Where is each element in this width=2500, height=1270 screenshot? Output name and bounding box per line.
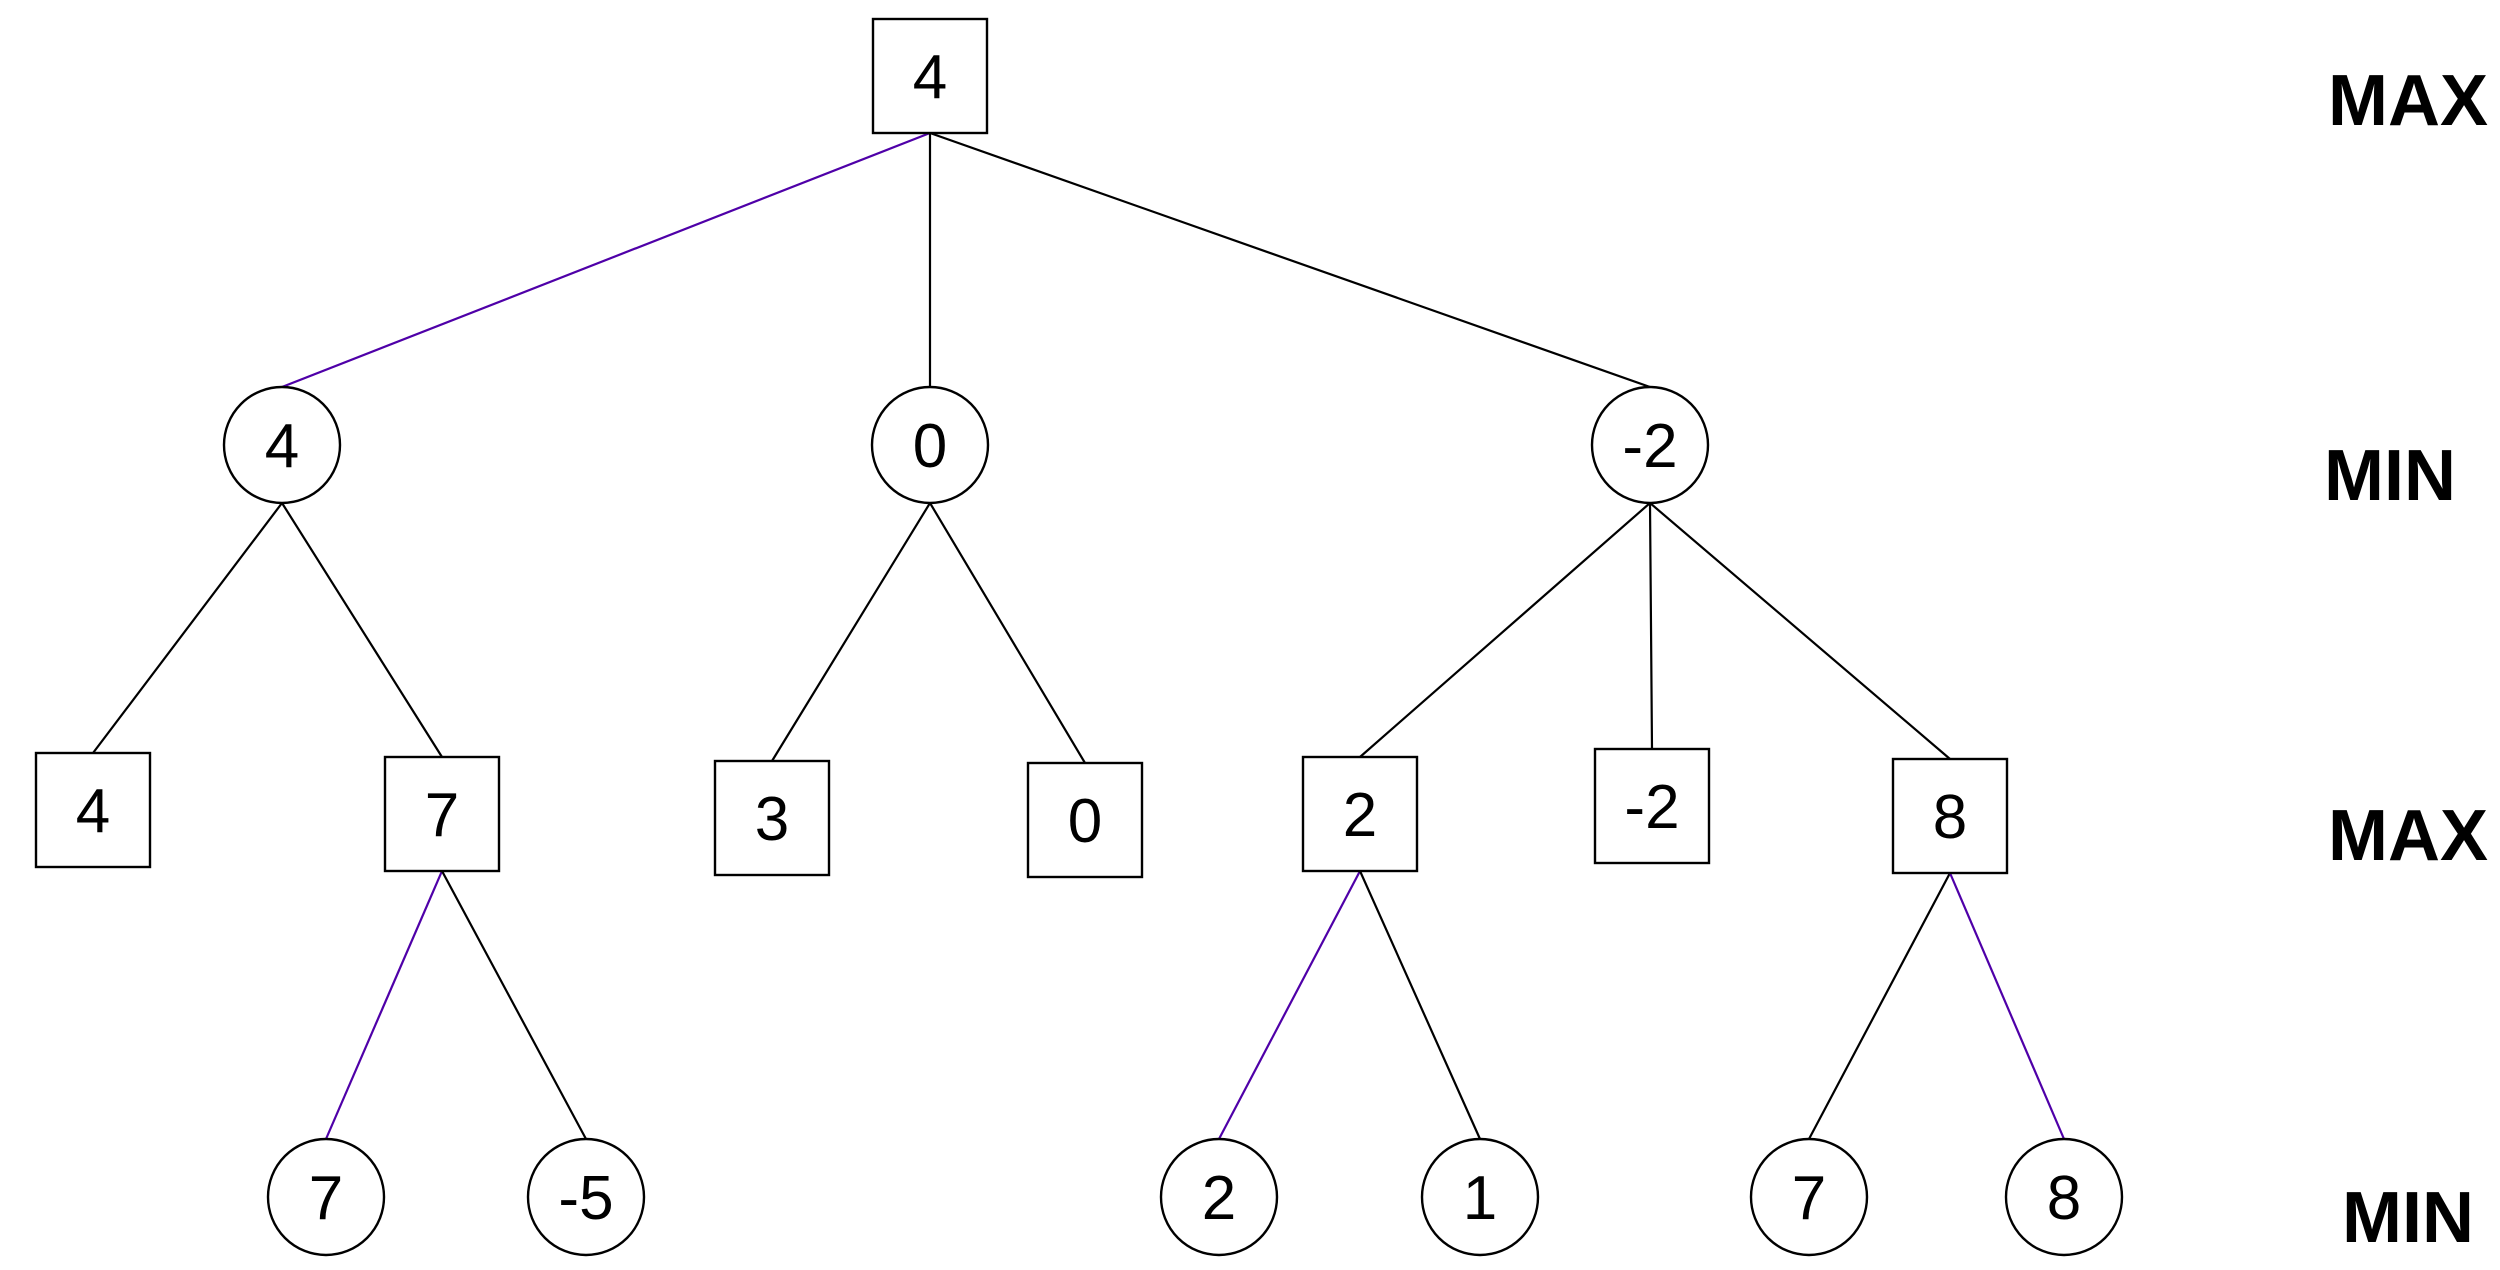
circle-node-shape — [1749, 1137, 1869, 1257]
edges-layer — [91, 131, 2066, 1141]
min-node-c3a: 7 — [1749, 1137, 1869, 1257]
square-node-shape — [1593, 747, 1711, 865]
circle-node-shape — [222, 385, 342, 505]
max-node-a2: 7 — [383, 755, 501, 873]
square-node-shape — [1026, 761, 1144, 879]
square-node-shape — [871, 17, 989, 135]
min-node-b: 0 — [870, 385, 990, 505]
edge-a2-a2b — [440, 869, 588, 1141]
level-label-max-0: MAX — [2328, 61, 2488, 141]
max-node-b1: 3 — [713, 759, 831, 877]
level-label-min-3: MIN — [2342, 1178, 2474, 1258]
circle-node-shape — [266, 1137, 386, 1257]
node-value-root: 4 — [913, 43, 947, 112]
circle-node-shape — [1159, 1137, 1279, 1257]
max-node-c1: 2 — [1301, 755, 1419, 873]
circle-node-shape — [1420, 1137, 1540, 1257]
node-value-a2a: 7 — [309, 1164, 343, 1233]
circle-node-shape — [1590, 385, 1710, 505]
node-value-c3a: 7 — [1792, 1164, 1826, 1233]
edge-c-c3 — [1648, 501, 1952, 761]
highlighted-edge-c1-c1a — [1218, 870, 1361, 1140]
node-value-a2: 7 — [425, 781, 459, 850]
level-label-max-2: MAX — [2328, 796, 2488, 876]
node-value-b1: 3 — [755, 785, 789, 854]
max-node-b2: 0 — [1026, 761, 1144, 879]
min-node-c3b: 8 — [2004, 1137, 2124, 1257]
max-node-c3: 8 — [1891, 757, 2009, 875]
max-node-a1: 4 — [34, 751, 152, 869]
node-value-a1: 4 — [76, 777, 110, 846]
edge-a-a2 — [280, 501, 444, 759]
edge-a-a1 — [91, 501, 284, 755]
min-node-c1a: 2 — [1159, 1137, 1279, 1257]
node-value-a2b: -5 — [558, 1164, 613, 1233]
circle-node-shape — [2004, 1137, 2124, 1257]
level-label-min-1: MIN — [2324, 436, 2456, 516]
min-node-a: 4 — [222, 385, 342, 505]
max-node-root: 4 — [871, 17, 989, 135]
edge-c1-c1b — [1358, 869, 1482, 1141]
square-node-shape — [1301, 755, 1419, 873]
min-node-a2b: -5 — [526, 1137, 646, 1257]
nodes-layer: 4 4 0 -2 4 7 3 0 2 -2 8 7 -5 2 1 7 8 — [34, 17, 2124, 1257]
min-node-c: -2 — [1590, 385, 1710, 505]
node-value-a: 4 — [265, 412, 299, 481]
edge-c-c1 — [1358, 501, 1652, 759]
circle-node-shape — [526, 1137, 646, 1257]
highlighted-edge-c3-c3b — [1948, 872, 2066, 1140]
edge-c3-c3a — [1807, 871, 1952, 1141]
edge-b-b2 — [928, 501, 1087, 765]
square-node-shape — [713, 759, 831, 877]
node-value-c1b: 1 — [1463, 1164, 1497, 1233]
highlighted-edge-root-a — [281, 131, 931, 389]
node-value-b2: 0 — [1068, 787, 1102, 856]
square-node-shape — [34, 751, 152, 869]
min-node-a2a: 7 — [266, 1137, 386, 1257]
edge-root-c — [928, 131, 1652, 389]
circle-node-shape — [870, 385, 990, 505]
node-value-c1: 2 — [1343, 781, 1377, 850]
level-labels: MAX MIN MAX MIN — [2324, 61, 2488, 1258]
min-node-c1b: 1 — [1420, 1137, 1540, 1257]
node-value-c3: 8 — [1933, 783, 1967, 852]
edge-b-b1 — [770, 501, 932, 763]
node-value-c1a: 2 — [1202, 1164, 1236, 1233]
node-value-b: 0 — [913, 412, 947, 481]
highlighted-edge-a2-a2a — [324, 870, 444, 1140]
square-node-shape — [1891, 757, 2009, 875]
square-node-shape — [383, 755, 501, 873]
max-node-c2: -2 — [1593, 747, 1711, 865]
node-value-c: -2 — [1622, 412, 1677, 481]
edge-c-c2 — [1648, 501, 1654, 751]
node-value-c3b: 8 — [2047, 1164, 2081, 1233]
node-value-c2: -2 — [1624, 773, 1679, 842]
